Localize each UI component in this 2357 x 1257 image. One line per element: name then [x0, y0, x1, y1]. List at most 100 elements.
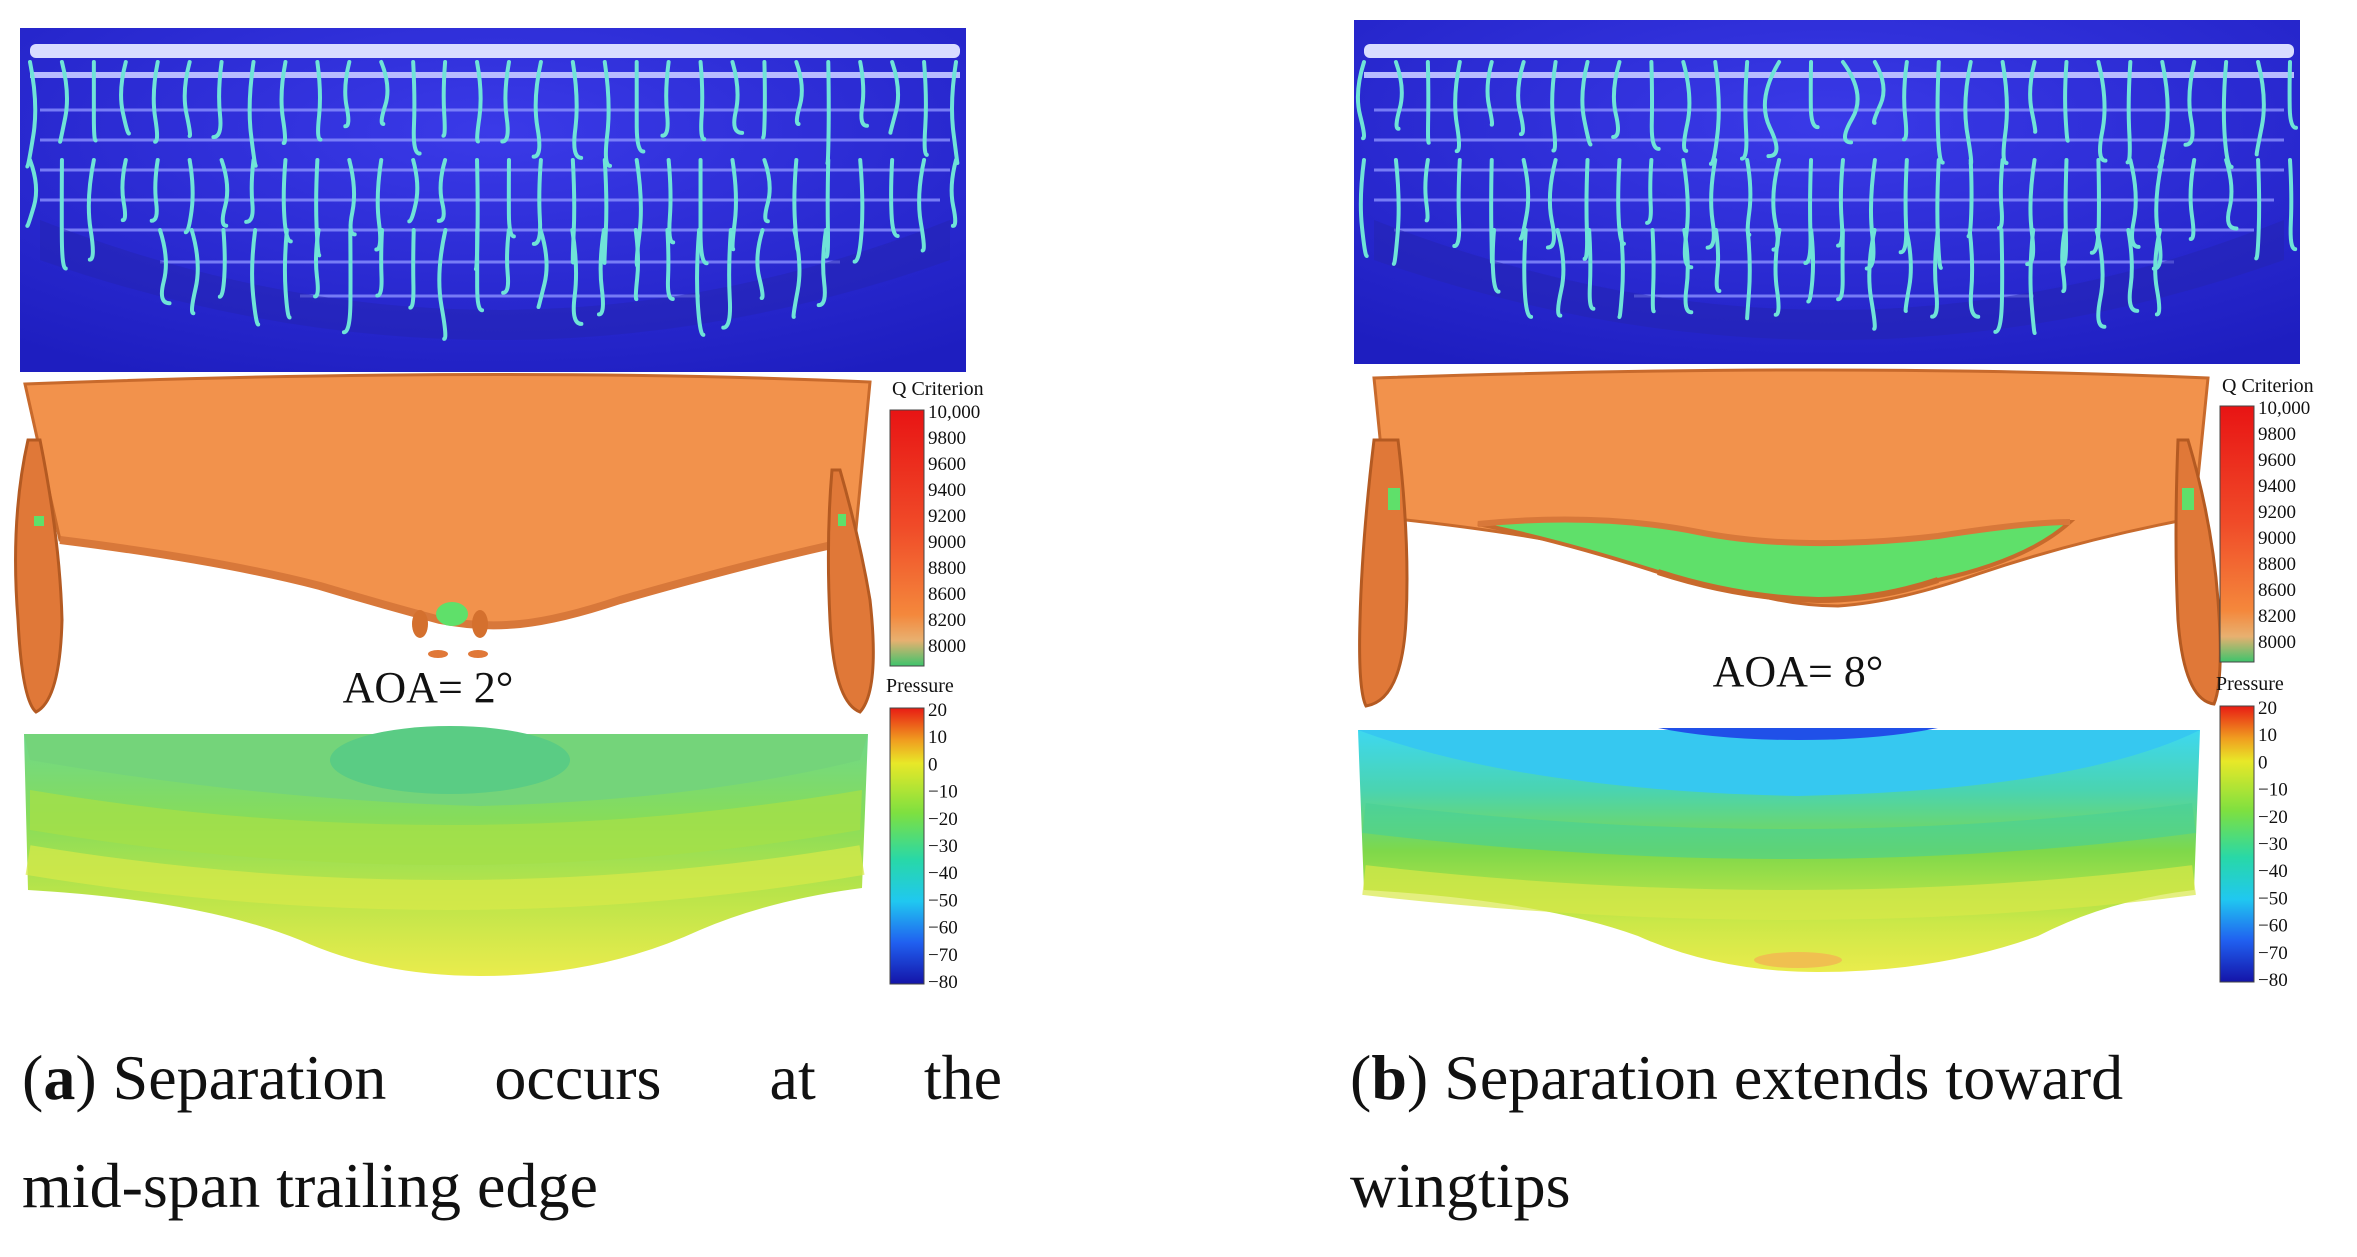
- q-legend-a-tick: 9000: [928, 532, 966, 553]
- p-legend-title-a: Pressure: [886, 675, 954, 697]
- tuft-strand: [1840, 60, 1860, 145]
- tuft-strand: [1681, 60, 1692, 153]
- q-criterion-legend-b: Q Criterion 10,0009800960094009200900088…: [2219, 375, 2314, 663]
- tuft-strand: [2125, 60, 2133, 165]
- figure-b: AOA= 8° Q Criterion 10,00098009600940092…: [1354, 20, 2314, 991]
- tuft-strand: [408, 228, 416, 310]
- tuft-strand: [379, 60, 390, 127]
- tuft-strand: [666, 158, 676, 245]
- tuft-strand: [91, 60, 98, 143]
- tuft-strand: [1708, 60, 1721, 166]
- tuft-strand: [2288, 158, 2298, 252]
- tuft-strand: [665, 228, 675, 301]
- pressure-contour-b: [1358, 728, 2200, 972]
- p-legend-title-b: Pressure: [2216, 673, 2284, 695]
- tuft-strand: [2063, 60, 2070, 143]
- p-legend-a-tick: 10: [928, 727, 947, 748]
- tuft-strand: [1745, 228, 1752, 321]
- caption-a-letter: a: [43, 1042, 76, 1113]
- q-legend-title-a: Q Criterion: [892, 378, 984, 400]
- tuft-strand: [182, 60, 193, 139]
- tuft-strand: [375, 228, 384, 298]
- tuft-strand: [1452, 158, 1462, 249]
- tuft-strand: [1714, 228, 1722, 294]
- tuft-strand: [506, 158, 516, 239]
- p-legend-b-tick: −70: [2258, 943, 2288, 964]
- caption-a-word-4: the: [923, 1042, 1002, 1113]
- tuft-strand: [1901, 60, 1909, 142]
- tuft-strand: [531, 60, 543, 159]
- q-legend-b-tick: 9200: [2258, 502, 2296, 523]
- q-legend-title-b: Q Criterion: [2222, 375, 2314, 397]
- caption-a-word-1: Separation: [112, 1042, 387, 1113]
- tuft-strand: [531, 158, 543, 246]
- tuft-strand: [596, 228, 606, 317]
- tuft-strand: [86, 158, 96, 262]
- tuft-strand: [1808, 60, 1820, 130]
- tuft-strand: [633, 228, 640, 302]
- p-legend-b-tick: −40: [2258, 861, 2288, 882]
- aoa-label-a: AOA= 2°: [343, 663, 514, 712]
- p-legend-a-tick: −40: [928, 863, 958, 884]
- tuft-strand: [2153, 228, 2162, 317]
- q-legend-b-tick: 8200: [2258, 606, 2296, 627]
- q-legend-b-tick: 9400: [2258, 476, 2296, 497]
- tuft-strand: [2188, 158, 2197, 241]
- tuft-photo-b: [1354, 20, 2300, 364]
- tuft-strand: [1930, 228, 1940, 319]
- q-legend-a-tick: 10,000: [928, 402, 980, 423]
- tuft-strand: [1903, 228, 1913, 313]
- tuft-strand: [695, 228, 706, 337]
- caption-a-line2: mid-span trailing edge: [22, 1150, 598, 1221]
- tuft-strand: [475, 60, 483, 144]
- caption-b-line2: wingtips: [1350, 1150, 1571, 1221]
- q-legend-a-tick: 8200: [928, 610, 966, 631]
- tuft-strand: [858, 60, 869, 128]
- tuft-strand: [151, 60, 160, 144]
- p-legend-b-tick: −20: [2258, 807, 2288, 828]
- tuft-strand: [2096, 60, 2108, 163]
- caption-b-letter: b: [1371, 1042, 1407, 1113]
- q-criterion-surface-a: [14, 372, 875, 714]
- tuft-strand: [313, 228, 321, 299]
- tuft-strand: [852, 158, 865, 264]
- tuft-strand: [1806, 228, 1816, 304]
- tuft-strand: [536, 228, 549, 310]
- tuft-strand: [570, 228, 584, 326]
- tuft-strand: [922, 60, 929, 157]
- p-legend-b-tick: −80: [2258, 970, 2288, 991]
- q-legend-a-tick: 8800: [928, 558, 966, 579]
- tuft-strand: [441, 60, 448, 138]
- q-legend-a-tick: 9600: [928, 454, 966, 475]
- tuft-strand: [1649, 60, 1661, 151]
- tuft-strand: [660, 60, 671, 138]
- tuft-strand: [761, 60, 767, 140]
- tuft-strand: [888, 60, 901, 135]
- tuft-strand: [1580, 60, 1593, 147]
- tuft-strand: [149, 158, 160, 223]
- tuft-strand: [2287, 60, 2298, 130]
- tuft-strand: [825, 60, 831, 166]
- tuft-strand: [59, 158, 68, 271]
- tuft-strand: [730, 158, 738, 252]
- tuft-strand: [570, 60, 584, 160]
- tuft-strand: [1358, 158, 1369, 259]
- tuft-strand: [1425, 60, 1431, 145]
- aoa-label-b: AOA= 8°: [1713, 647, 1884, 696]
- tuft-strand: [2126, 228, 2140, 313]
- tuft-strand: [501, 228, 511, 295]
- tuft-strand: [1391, 158, 1401, 266]
- tuft-strand: [183, 158, 195, 235]
- tuft-strand: [341, 228, 353, 335]
- tuft-strand: [1967, 228, 1981, 319]
- q-legend-b-tick: 9000: [2258, 528, 2296, 549]
- tuft-strand: [119, 60, 131, 136]
- tuft-strand: [1545, 158, 1558, 250]
- caption-a-word-2: occurs: [494, 1042, 662, 1113]
- q-legend-a-tick: 9400: [928, 480, 966, 501]
- p-legend-a-tick: −30: [928, 836, 958, 857]
- p-legend-a-tick: −10: [928, 782, 958, 803]
- tuft-strand: [1355, 60, 1366, 141]
